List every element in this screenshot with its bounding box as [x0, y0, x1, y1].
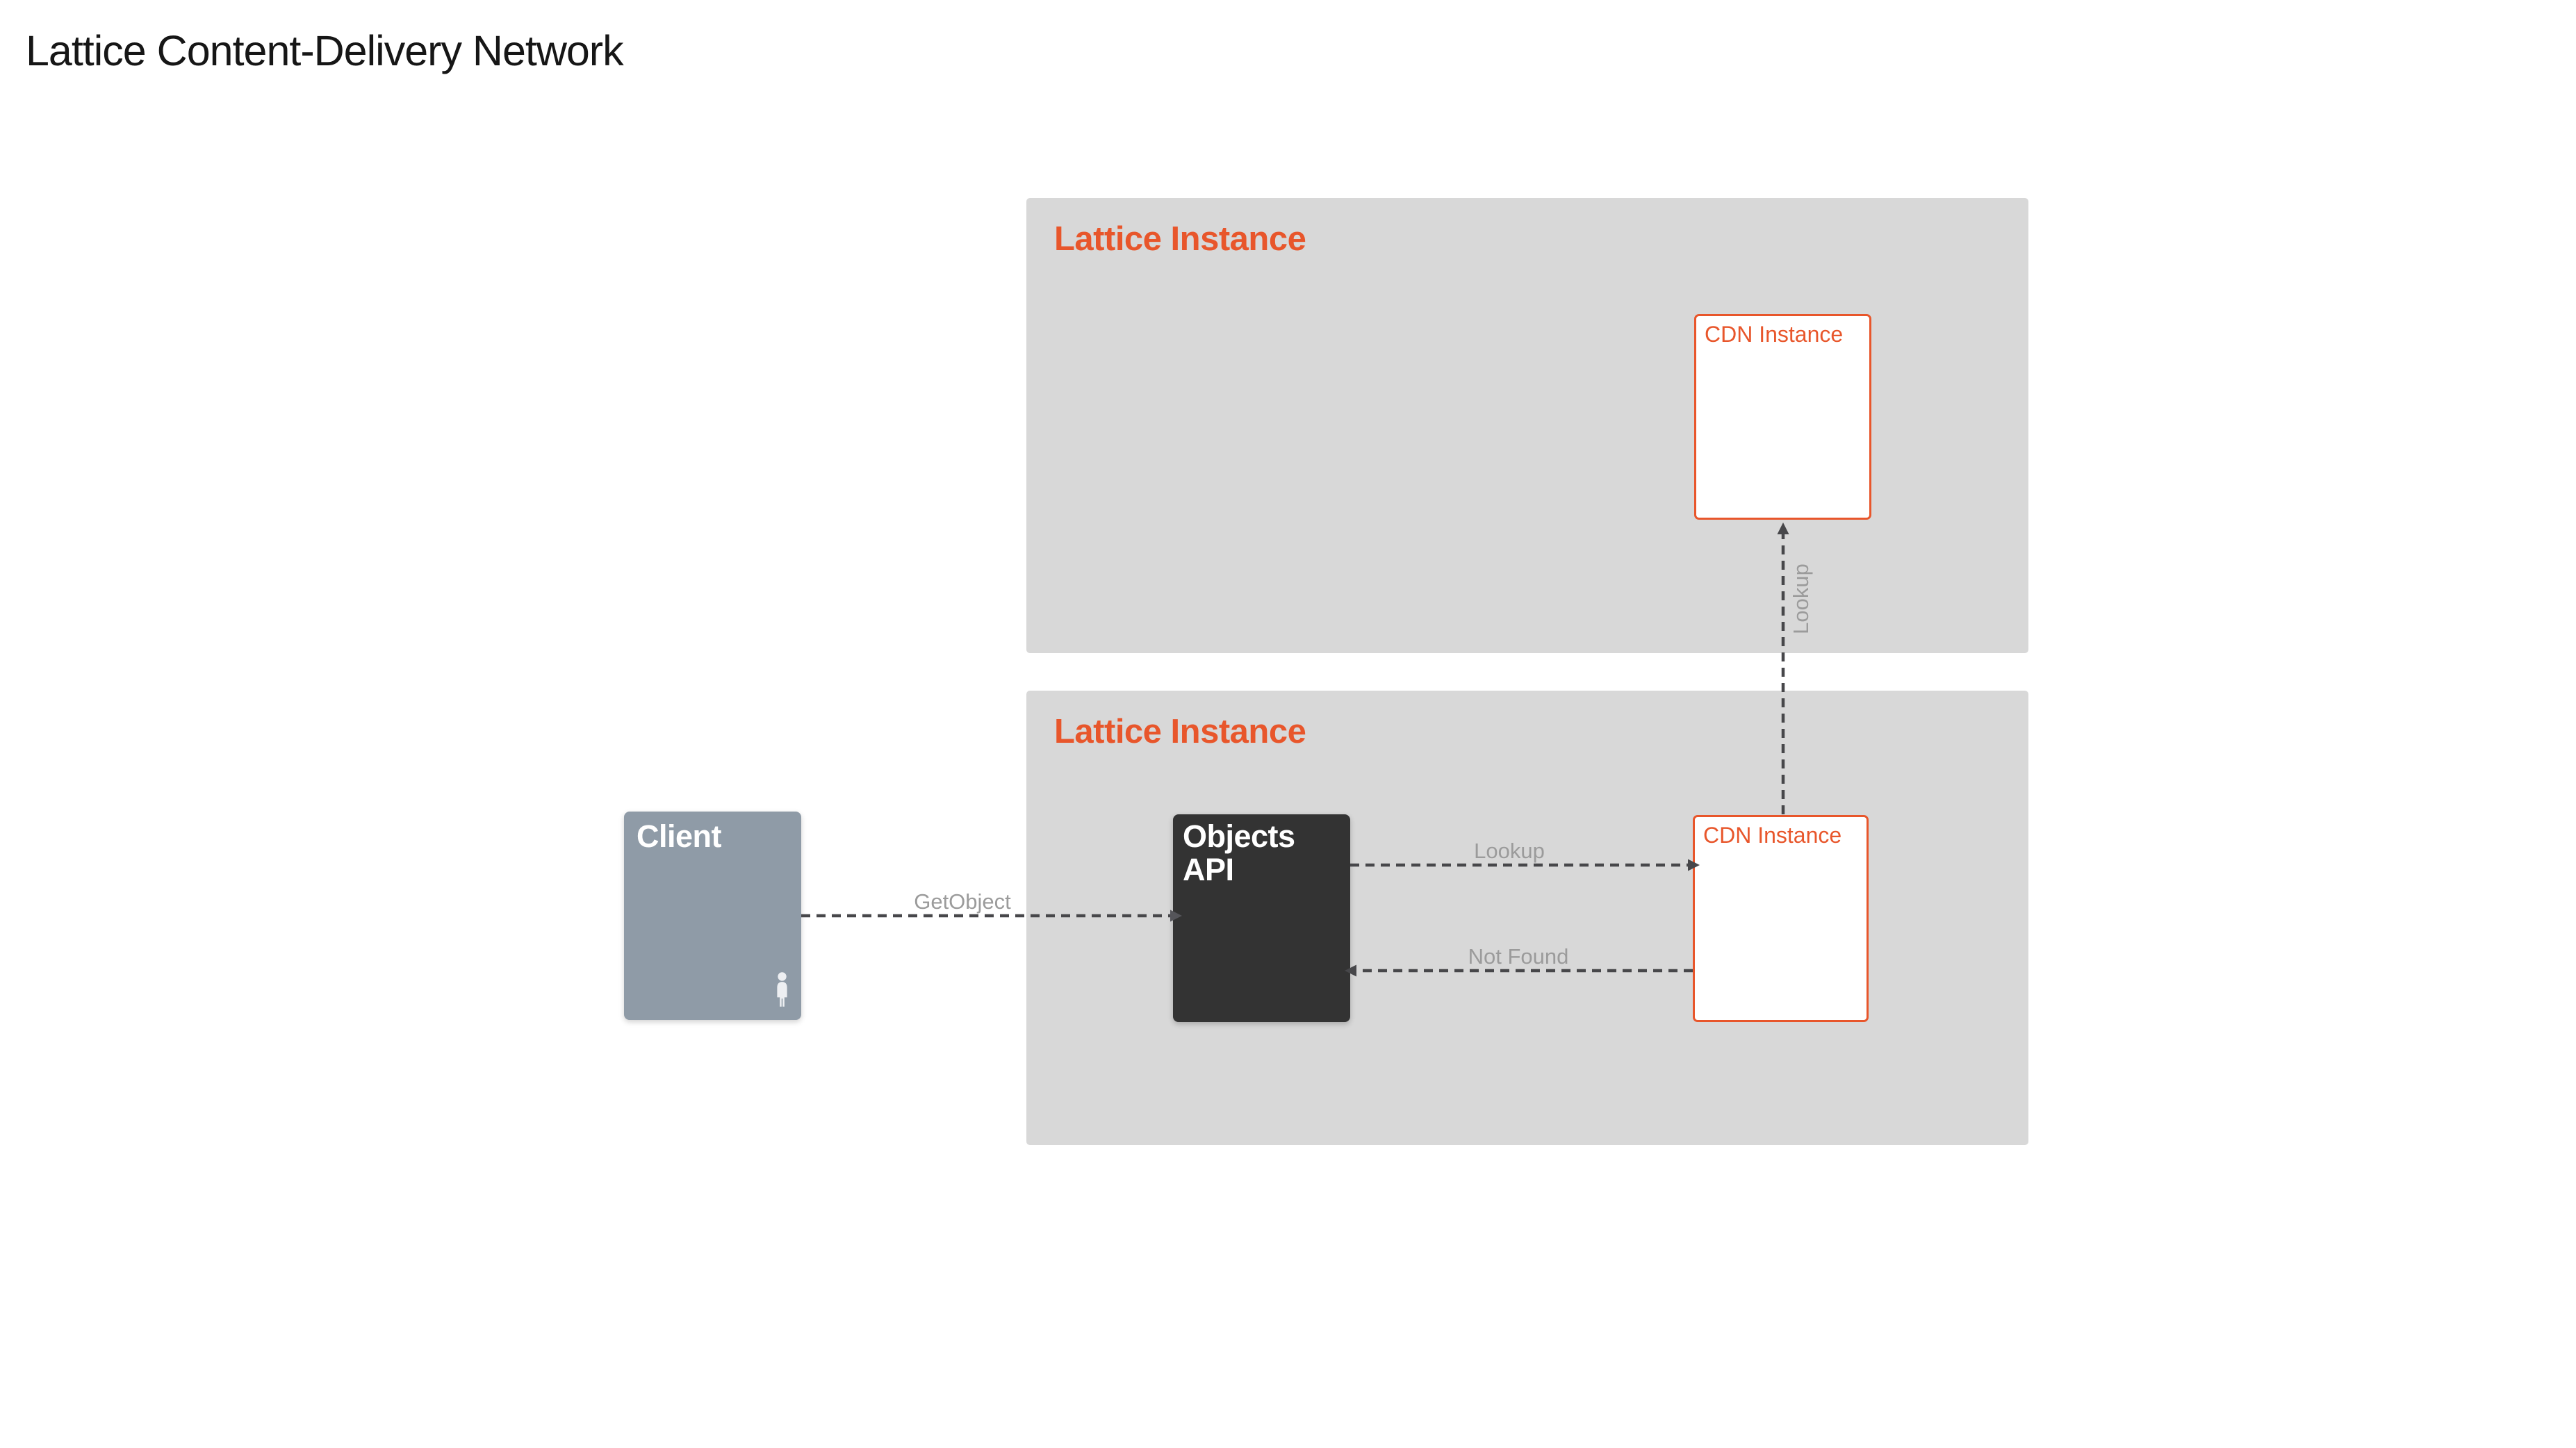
lookup-arrow-label: Lookup	[1474, 839, 1545, 863]
person-icon	[777, 972, 787, 1007]
objects-api-box: Objects API	[1173, 814, 1350, 1022]
lattice-instance-label: Lattice Instance	[1054, 220, 1306, 258]
cdn-instance-box-top: CDN Instance	[1694, 314, 1871, 520]
client-label: Client	[637, 818, 722, 854]
objects-api-label: Objects API	[1183, 818, 1295, 888]
lattice-instance-box-top: Lattice Instance	[1026, 198, 2028, 653]
cdn-instance-label: CDN Instance	[1705, 322, 1844, 347]
cdn-instance-label: CDN Instance	[1703, 823, 1842, 848]
lookup-vertical-arrow-label: Lookup	[1789, 563, 1813, 634]
getobject-arrow-label: GetObject	[914, 889, 1011, 914]
page-title: Lattice Content-Delivery Network	[26, 27, 624, 74]
cdn-instance-box-bottom: CDN Instance	[1693, 815, 1869, 1022]
client-box: Client	[624, 812, 801, 1020]
not-found-arrow-label: Not Found	[1468, 944, 1569, 969]
lattice-instance-label: Lattice Instance	[1054, 713, 1306, 750]
